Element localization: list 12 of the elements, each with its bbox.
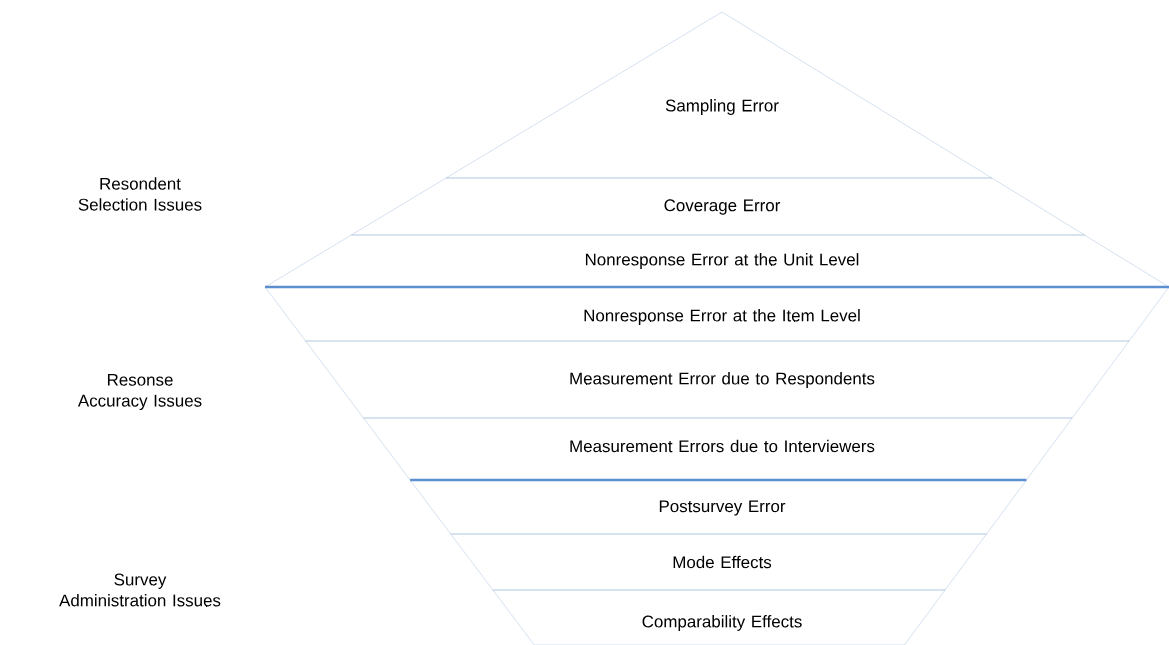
band: Mode Effects bbox=[450, 533, 987, 591]
band: Nonresponse Error at the Item Level bbox=[264, 286, 1169, 342]
band: Comparability Effects bbox=[492, 589, 946, 645]
group-label: Survey Administration Issues bbox=[59, 573, 221, 607]
group-label: Resondent Selection Issues bbox=[78, 177, 202, 211]
band: Coverage Error bbox=[351, 177, 1085, 236]
band: Postsurvey Error bbox=[409, 479, 1027, 535]
band: Sampling Error bbox=[445, 11, 992, 179]
band: Nonresponse Error at the Unit Level bbox=[264, 234, 1169, 288]
band: Measurement Error due to Respondents bbox=[305, 340, 1130, 419]
group-label: Resonse Accuracy Issues bbox=[77, 373, 202, 411]
band: Measurement Errors due to Interviewers bbox=[363, 417, 1073, 481]
